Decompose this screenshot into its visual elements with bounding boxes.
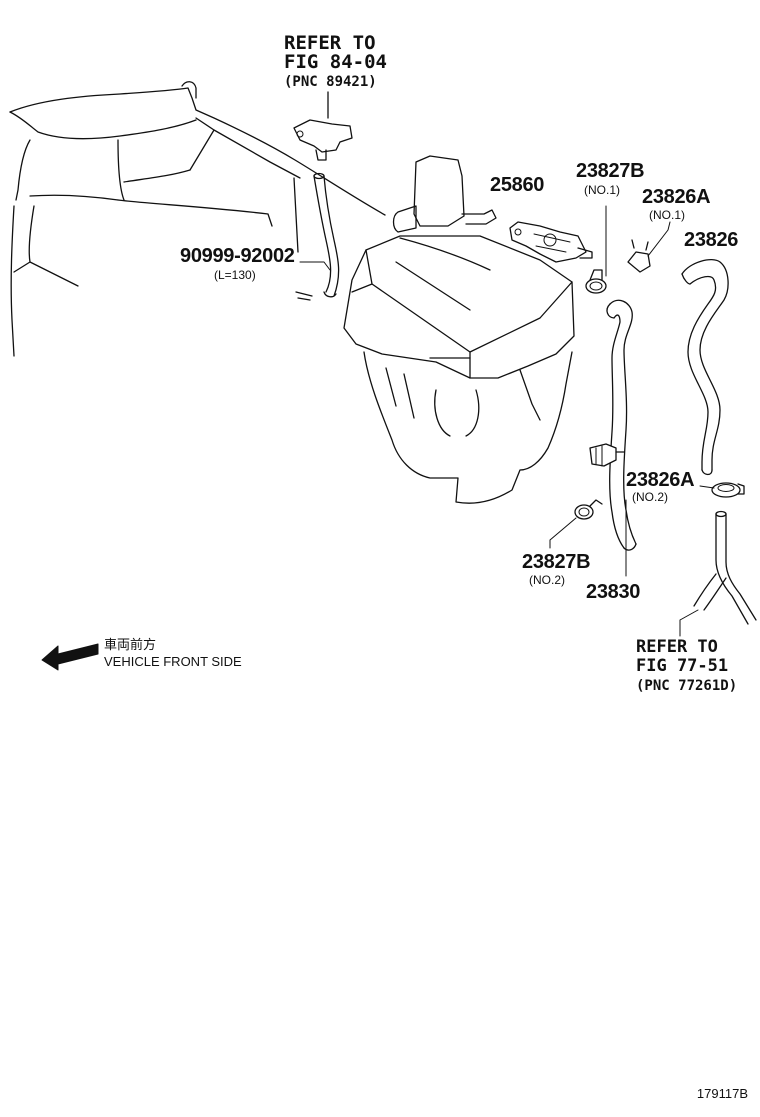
arrow-left-icon <box>41 643 99 671</box>
part-label-p2: 25860 <box>490 174 545 196</box>
part-number-p1: 90999-92002 <box>180 245 295 267</box>
part-label-p5: 23826 <box>684 229 739 251</box>
part-number-p6: 23826A <box>626 469 694 491</box>
part-number-p4: 23826A <box>642 186 710 208</box>
part-sub-p7: (NO.2) <box>529 573 565 587</box>
refer-bottom-line1: REFER TO <box>636 637 718 657</box>
hose-23830 <box>589 299 637 551</box>
refer-top-line3: (PNC 89421) <box>284 74 377 90</box>
part-label-p6: 23826A (NO.2) <box>626 469 695 504</box>
part-number-p7: 23827B <box>522 551 590 573</box>
sensor-part <box>293 91 353 161</box>
part-sub-p1: (L=130) <box>214 268 256 282</box>
refer-top-line1: REFER TO <box>284 32 376 54</box>
refer-top-label: REFER TO FIG 84-04 (PNC 89421) <box>284 32 387 90</box>
pipe-fig77 <box>679 510 757 637</box>
part-label-p4: 23826A (NO.1) <box>642 186 711 222</box>
air-cleaner-assembly <box>343 155 575 504</box>
part-number-p2: 25860 <box>490 174 544 196</box>
part-label-p1: 90999-92002 (L=130) <box>180 245 295 282</box>
leader-23826a-no2 <box>699 485 715 489</box>
hose-90999 <box>295 172 340 301</box>
front-label-english: VEHICLE FRONT SIDE <box>104 654 242 669</box>
vsv-25860 <box>509 221 593 263</box>
part-sub-p4: (NO.1) <box>649 208 685 222</box>
part-number-p3: 23827B <box>576 160 644 182</box>
refer-bottom-line2: FIG 77-51 <box>636 656 728 676</box>
part-sub-p6: (NO.2) <box>632 490 668 504</box>
refer-bottom-line3: (PNC 77261D) <box>636 678 737 694</box>
front-label-japanese: 車両前方 <box>104 637 156 652</box>
refer-top-line2: FIG 84-04 <box>284 51 387 73</box>
part-label-p8: 23830 <box>586 581 641 603</box>
clamp-23827b-no1 <box>585 205 607 294</box>
clamp-23826a-no1 <box>627 221 671 273</box>
part-label-p3: 23827B (NO.1) <box>576 160 645 197</box>
figure-code: 179117B <box>697 1086 748 1101</box>
clamp-23826a-no2 <box>711 482 745 498</box>
engine-block-outline <box>9 81 386 357</box>
part-label-p7: 23827B (NO.2) <box>522 551 591 587</box>
part-number-p5: 23826 <box>684 229 738 251</box>
part-number-p8: 23830 <box>586 581 640 603</box>
refer-bottom-label: REFER TO FIG 77-51 (PNC 77261D) <box>636 637 737 694</box>
hose-23826 <box>681 259 729 476</box>
part-sub-p3: (NO.1) <box>584 183 620 197</box>
front-indicator: 車両前方 VEHICLE FRONT SIDE <box>41 637 242 671</box>
clamp-23827b-no2 <box>549 499 603 549</box>
